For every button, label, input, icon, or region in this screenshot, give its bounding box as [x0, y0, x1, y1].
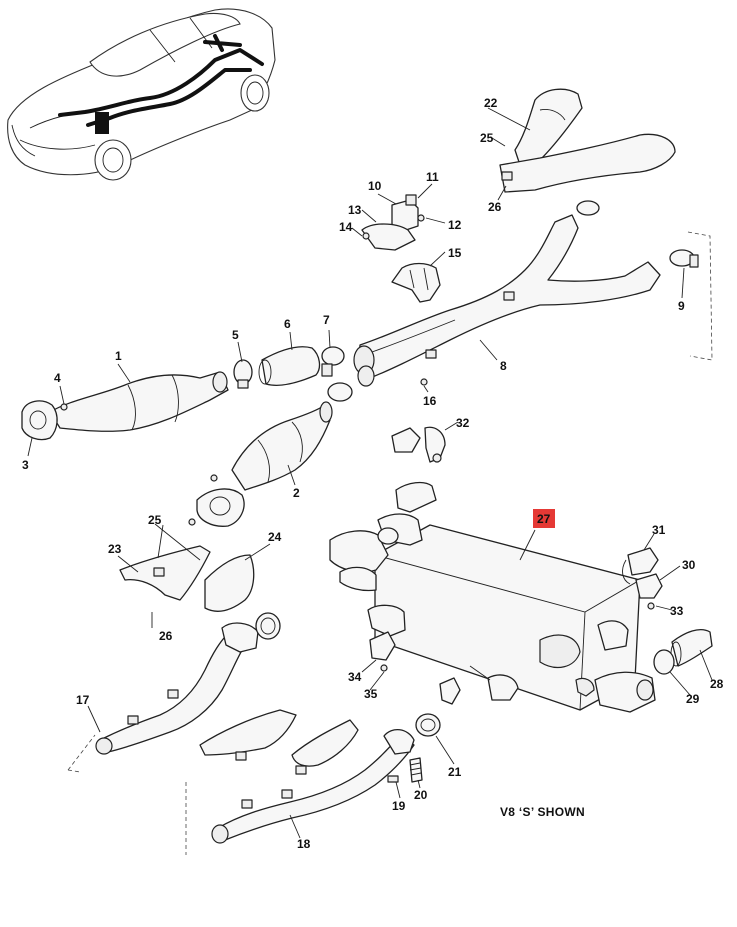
bracket-30 — [635, 573, 663, 599]
catalyst-1 — [49, 371, 229, 432]
callout-21[interactable]: 21 — [448, 765, 462, 779]
clamp-7 — [321, 346, 353, 402]
bracket-10-14 — [361, 194, 425, 251]
heat-shield-22 — [499, 88, 676, 193]
bolt-16 — [420, 378, 428, 386]
callout-labels: 1 2 3 4 5 6 7 8 9 10 11 12 13 14 15 16 1… — [22, 96, 724, 851]
heat-shield-23 — [119, 545, 211, 601]
heat-shield-24 — [204, 554, 255, 612]
callout-15[interactable]: 15 — [448, 246, 462, 260]
clamp-9 — [669, 231, 713, 361]
bracket-31 — [622, 547, 659, 585]
callout-35[interactable]: 35 — [364, 687, 378, 701]
callout-24[interactable]: 24 — [268, 530, 282, 544]
tailpipe-18 — [185, 729, 415, 855]
callout-11[interactable]: 11 — [426, 170, 439, 184]
gasket-3 — [21, 400, 58, 441]
callout-9[interactable]: 9 — [678, 299, 685, 313]
callout-18[interactable]: 18 — [297, 837, 311, 851]
rear-silencer-27 — [329, 481, 656, 713]
diagram-caption: V8 ‘S’ SHOWN — [500, 805, 585, 819]
callout-20[interactable]: 20 — [414, 788, 428, 802]
heat-shield-lower-left — [199, 709, 297, 761]
callout-23[interactable]: 23 — [108, 542, 122, 556]
bracket-15 — [391, 262, 441, 303]
callout-2[interactable]: 2 — [293, 486, 300, 500]
mount-34 — [369, 631, 396, 672]
callout-32[interactable]: 32 — [456, 416, 470, 430]
callout-17[interactable]: 17 — [76, 693, 90, 707]
callout-3[interactable]: 3 — [22, 458, 29, 472]
callout-19[interactable]: 19 — [392, 799, 406, 813]
spring-20 — [409, 757, 423, 783]
callout-22[interactable]: 22 — [484, 96, 498, 110]
bolt-33 — [647, 602, 655, 610]
pipe-28 — [670, 628, 713, 667]
callout-26-upper[interactable]: 26 — [488, 200, 502, 214]
callout-27-highlight[interactable] — [533, 509, 555, 528]
pipe-6 — [258, 346, 321, 386]
callout-12[interactable]: 12 — [448, 218, 462, 232]
tailpipe-17 — [67, 612, 281, 773]
callout-10[interactable]: 10 — [368, 179, 382, 193]
callout-29[interactable]: 29 — [686, 692, 700, 706]
callout-28[interactable]: 28 — [710, 677, 724, 691]
callout-30[interactable]: 30 — [682, 558, 696, 572]
clamp-upper — [576, 200, 600, 216]
clamp-21 — [415, 713, 441, 737]
callout-26-lower[interactable]: 26 — [159, 629, 173, 643]
callout-27[interactable]: 27 — [537, 512, 551, 526]
mount-32 — [391, 426, 446, 463]
clamp-29 — [653, 649, 675, 675]
callout-8[interactable]: 8 — [500, 359, 507, 373]
callout-33[interactable]: 33 — [670, 604, 684, 618]
callout-1[interactable]: 1 — [115, 349, 122, 363]
callout-4[interactable]: 4 — [54, 371, 61, 385]
callout-14[interactable]: 14 — [339, 220, 353, 234]
y-pipe-8 — [353, 214, 661, 387]
callout-16[interactable]: 16 — [423, 394, 437, 408]
bolt-19 — [387, 775, 399, 783]
callout-25-lower[interactable]: 25 — [148, 513, 162, 527]
heat-shield-lower-right — [291, 719, 359, 775]
leader-lines — [27, 107, 713, 839]
catalyst-2 — [188, 401, 333, 527]
callout-13[interactable]: 13 — [348, 203, 362, 217]
callout-25-upper[interactable]: 25 — [480, 131, 494, 145]
callout-34[interactable]: 34 — [348, 670, 362, 684]
callout-5[interactable]: 5 — [232, 328, 239, 342]
callout-6[interactable]: 6 — [284, 317, 291, 331]
clamp-5 — [233, 359, 253, 389]
callout-31[interactable]: 31 — [652, 523, 666, 537]
car-locator-illustration — [7, 8, 276, 181]
mount-lower-right — [439, 677, 461, 705]
callout-7[interactable]: 7 — [323, 313, 330, 327]
